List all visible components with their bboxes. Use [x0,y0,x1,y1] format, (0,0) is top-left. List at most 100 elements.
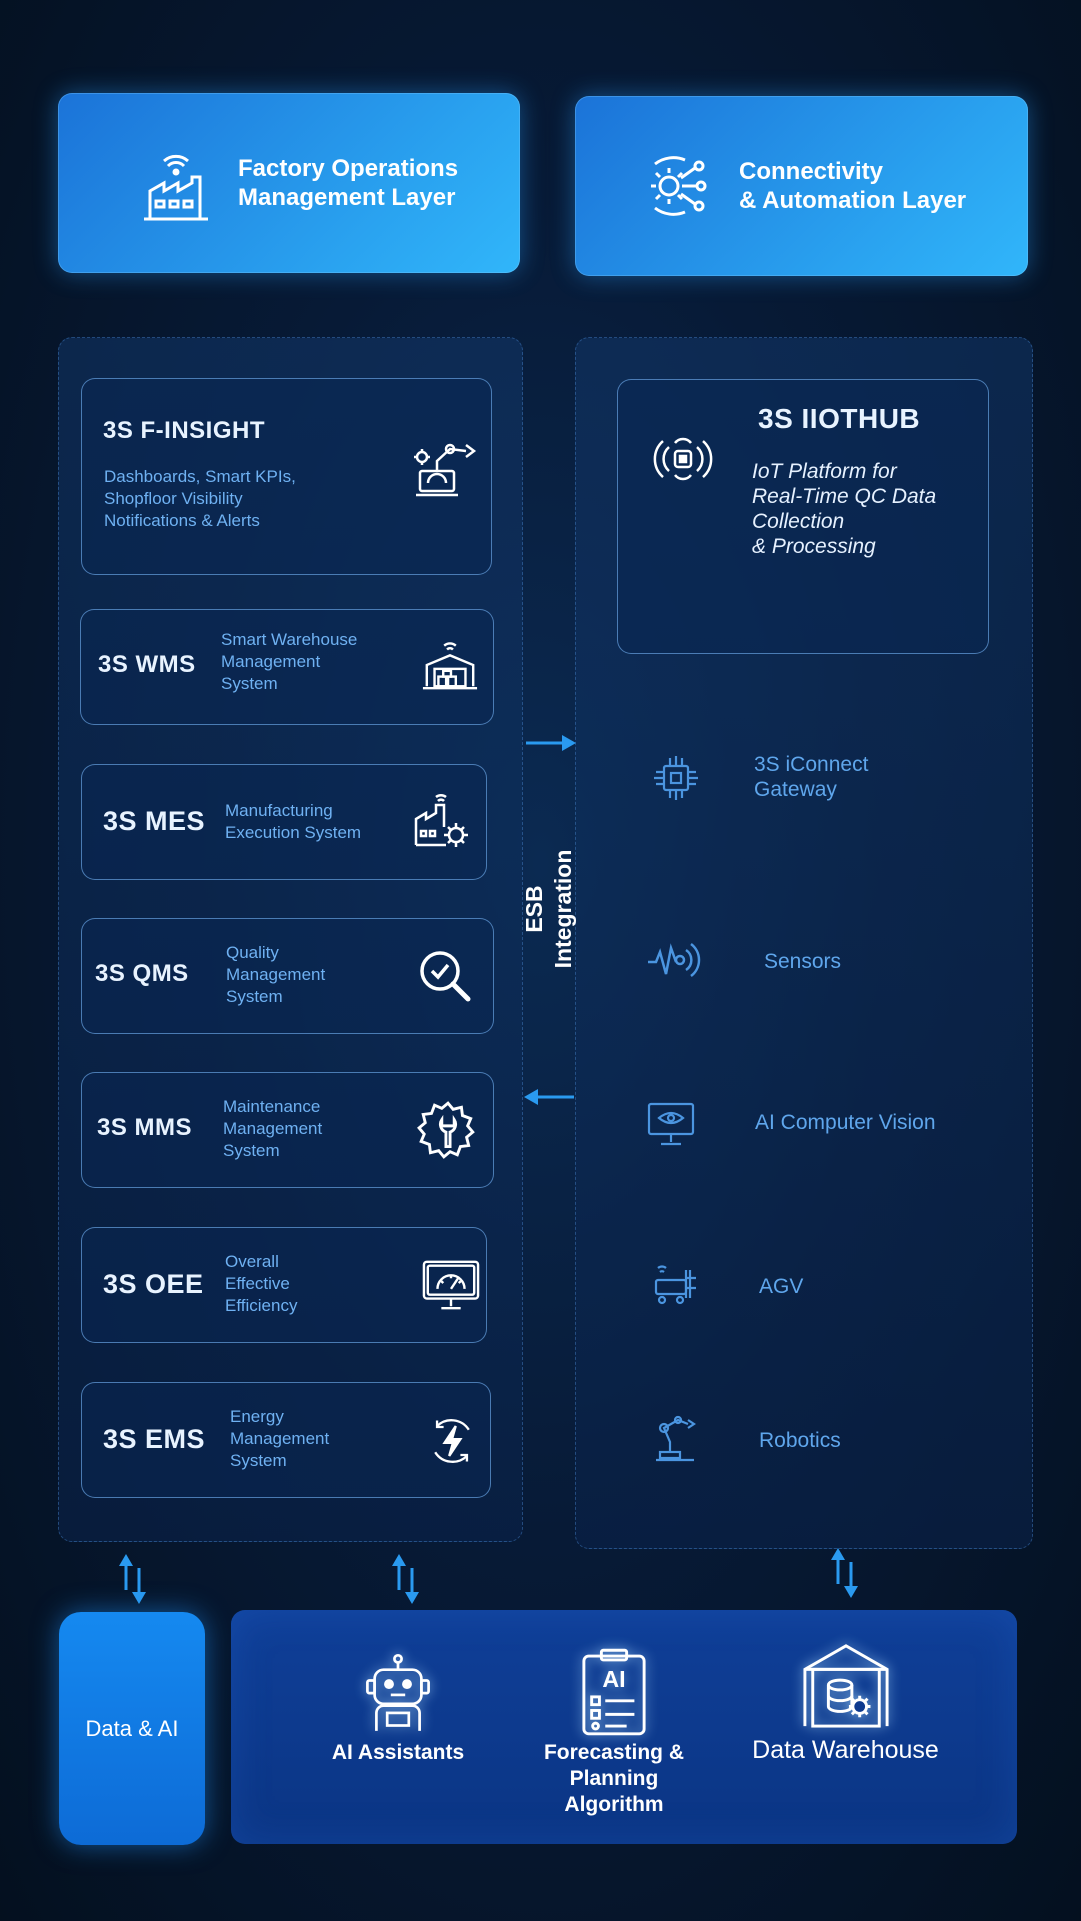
sensor-wave-icon [648,943,701,977]
card-desc: Overall Effective Efficiency [225,1251,297,1317]
desc-line: & Processing [752,535,876,558]
ai-clipboard-icon: AI [582,1648,646,1736]
desc-line: System [226,987,283,1006]
label-line: Planning [569,1767,659,1790]
esb-arrow-left-icon [524,1089,574,1105]
desc-line: Dashboards, Smart KPIs, [104,467,296,486]
desc-line: Notifications & Alerts [104,511,260,530]
robot-arm-icon [656,1415,696,1462]
desc-line: Collection [752,510,845,533]
desc-line: Real-Time QC Data [752,485,937,508]
svg-text:AI: AI [602,1666,625,1692]
header-left-line1: Factory Operations [238,155,459,182]
card-code: 3S EMS [103,1424,206,1454]
vertical-arrows-icon [831,1548,858,1598]
header-right-title: Connectivity & Automation Layer [739,157,966,215]
desc-line: Quality [226,943,279,962]
desc-line: Effective [225,1274,290,1293]
label-line: Gateway [754,778,837,801]
robot-assistant-icon [366,1653,430,1731]
bottom-item-data-warehouse[interactable]: Data Warehouse [733,1640,958,1765]
header-factory-operations: Factory Operations Management Layer [58,93,520,273]
magnifier-check-icon [420,951,471,1002]
card-f-insight[interactable]: 3S F-INSIGHT Dashboards, Smart KPIs, Sho… [81,378,492,575]
desc-line: Shopfloor Visibility [104,489,243,508]
bottom-item-label: AI Assistants [318,1740,478,1765]
data-ai-label: Data & AI [85,1715,179,1741]
card-desc: Quality Management System [226,942,325,1008]
card-oee[interactable]: 3S OEE Overall Effective Efficiency [81,1227,487,1343]
card-desc: Energy Management System [230,1406,329,1472]
vertical-arrows-icon [119,1554,146,1604]
card-qms[interactable]: 3S QMS Quality Management System [81,918,494,1034]
esb-line1: ESB [521,885,547,933]
desc-line: Overall [225,1252,279,1271]
energy-cycle-icon [434,1419,470,1463]
card-desc: Smart Warehouse Management System [221,629,357,695]
card-code: 3S MES [103,806,206,836]
label-line: Forecasting & [543,1741,685,1764]
chip-icon [654,756,698,800]
card-code: 3S OEE [103,1269,204,1299]
item-label: Robotics [759,1428,841,1453]
bottom-item-ai-assistants[interactable]: AI Assistants [318,1652,478,1765]
desc-line: System [230,1451,287,1470]
bottom-item-label: Forecasting & Planning Algorithm [528,1740,700,1818]
iiothub-desc: IoT Platform for Real-Time QC Data Colle… [752,459,936,559]
desc-line: System [221,674,278,693]
card-desc: Maintenance Management System [223,1096,322,1162]
desc-line: Manufacturing [225,801,333,820]
desc-line: Management [223,1119,323,1138]
card-desc: Manufacturing Execution System [225,800,361,844]
robotic-arm-icon [414,443,477,497]
card-code: 3S MMS [97,1114,193,1141]
gauge-monitor-icon [422,1260,480,1310]
label-line: Sensors [764,950,842,973]
factory-gear-icon [414,794,468,847]
vision-monitor-icon [647,1102,695,1146]
card-desc: Dashboards, Smart KPIs, Shopfloor Visibi… [104,466,296,532]
gear-network-icon [651,156,707,216]
label-line: AI Computer Vision [755,1111,936,1134]
card-wms[interactable]: 3S WMS Smart Warehouse Management System [80,609,494,725]
header-connectivity-automation: Connectivity & Automation Layer [575,96,1028,276]
label-line: AGV [759,1275,804,1298]
desc-line: Smart Warehouse [221,630,358,649]
desc-line: Energy [230,1407,284,1426]
item-label: AI Computer Vision [755,1110,936,1135]
card-code: 3S F-INSIGHT [103,417,266,444]
label-line: AI Assistants [331,1741,465,1764]
desc-line: IoT Platform for [752,460,897,483]
bottom-item-label: Data Warehouse [733,1735,958,1765]
card-mes[interactable]: 3S MES Manufacturing Execution System [81,764,487,880]
card-mms[interactable]: 3S MMS Maintenance Management System [81,1072,494,1188]
header-left-title: Factory Operations Management Layer [238,154,458,212]
esb-integration-label: ESB Integration [520,829,578,989]
item-label: 3S iConnect Gateway [754,752,868,802]
vertical-arrows-icon [392,1554,419,1604]
desc-line: System [223,1141,280,1160]
iot-signal-icon [653,437,713,481]
label-line: Robotics [759,1429,841,1452]
database-warehouse-icon [802,1644,889,1728]
label-line: 3S iConnect [754,753,869,776]
data-ai-block[interactable]: Data & AI [59,1612,205,1845]
desc-line: Management [221,652,321,671]
label-line: Data Warehouse [752,1736,939,1764]
esb-line2: Integration [550,849,576,969]
card-ems[interactable]: 3S EMS Energy Management System [81,1382,491,1498]
factory-wifi-icon [144,154,208,221]
warehouse-icon [422,642,478,690]
desc-line: Execution System [225,823,362,842]
bottom-item-forecasting[interactable]: AI Forecasting & Planning Algorithm [528,1648,700,1818]
desc-line: Maintenance [223,1097,321,1116]
item-label: Sensors [764,949,841,974]
card-code: 3S WMS [98,651,196,678]
item-label: AGV [759,1274,803,1299]
iiothub-title: 3S IIOTHUB [758,403,921,434]
header-right-line2: & Automation Layer [739,187,967,214]
card-iiothub[interactable]: 3S IIOTHUB IoT Platform for Real-Time QC… [617,379,989,654]
header-left-line2: Management Layer [238,184,456,211]
gear-wrench-icon [417,1101,475,1159]
esb-arrow-right-icon [526,735,576,751]
